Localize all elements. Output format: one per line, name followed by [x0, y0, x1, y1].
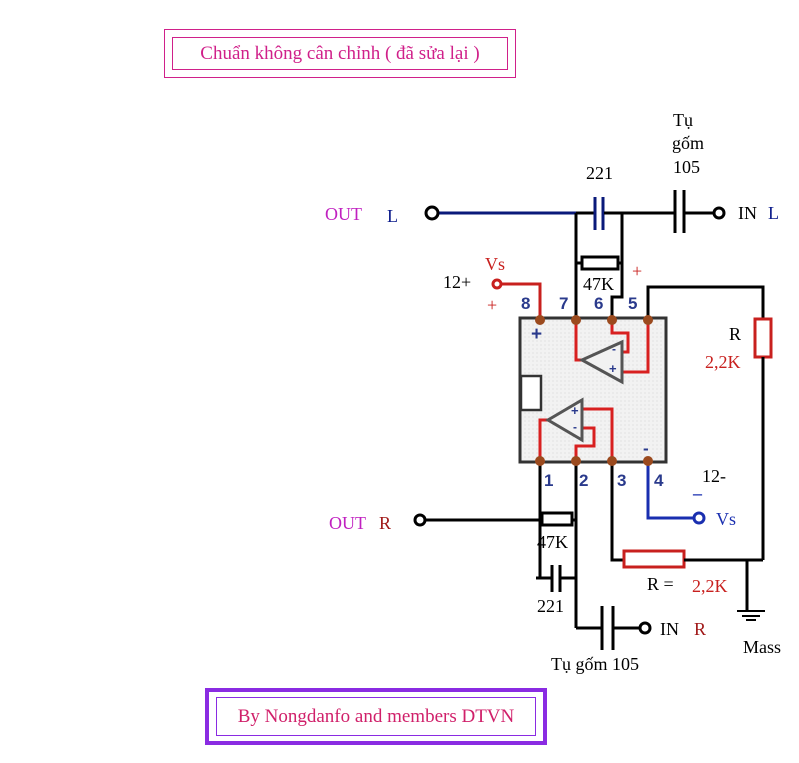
out-right-channel: R	[379, 513, 392, 533]
credit-frame: By Nongdanfo and members DTVN	[205, 688, 547, 745]
res-47k-bottom-label: 47K	[537, 532, 568, 552]
pin-2-label: 2	[579, 471, 589, 490]
ic-notch	[519, 374, 543, 412]
in-right-label: IN	[660, 619, 679, 639]
cap-105-top-label-3: 105	[673, 157, 700, 177]
out-left-terminal[interactable]	[424, 205, 440, 221]
vcc-name: Vs	[485, 254, 506, 274]
out-left-channel: L	[387, 206, 398, 226]
res-47k-bottom	[540, 511, 574, 527]
cap-221-top-label: 221	[586, 163, 613, 183]
vee-terminal[interactable]	[692, 511, 706, 525]
ic-vee-mark: -	[643, 439, 649, 458]
vee-voltage: 12-	[702, 466, 726, 486]
title-frame: Chuẩn không cân chỉnh ( đã sửa lại )	[164, 29, 516, 78]
res-right-value: 2,2K	[705, 352, 741, 372]
ic-pin-dots	[535, 315, 653, 466]
pin-1-label: 1	[544, 471, 554, 490]
ground-label: Mass	[743, 637, 782, 657]
in-left-channel: L	[768, 203, 779, 223]
ground-icon	[737, 610, 765, 621]
res-right-name: R	[729, 324, 742, 344]
cap-105-top-label-2: gốm	[672, 133, 705, 153]
vee-wire	[646, 460, 693, 520]
credit-text: By Nongdanfo and members DTVN	[216, 697, 536, 736]
vcc-voltage: 12+	[443, 272, 472, 292]
opamp-lower-plus: +	[571, 403, 579, 418]
out-right-terminal[interactable]	[413, 513, 427, 527]
diagram-title: Chuẩn không cân chỉnh ( đã sửa lại )	[172, 37, 508, 70]
cap-221-bottom-label: 221	[537, 596, 564, 616]
opamp-upper	[574, 320, 650, 385]
ic-vcc-mark: +	[531, 324, 543, 345]
res-bottom-name: R =	[647, 574, 674, 594]
in-left-label: IN	[738, 203, 757, 223]
cap-105-top	[673, 190, 686, 233]
cap-221-bottom	[550, 565, 562, 592]
vee-name: Vs	[716, 509, 737, 529]
pin-8-label: 8	[521, 294, 531, 313]
out-left-label: OUT	[325, 204, 362, 224]
cap-105-bottom	[600, 606, 615, 650]
opamp-upper-minus: -	[612, 342, 616, 356]
res-47k-top	[580, 255, 620, 271]
cap-105-bottom-label: Tụ gốm 105	[551, 654, 639, 674]
vee-minus-sign: –	[693, 483, 702, 503]
res-bottom-value: 2,2K	[692, 576, 728, 596]
opamp-lower-minus: -	[573, 420, 577, 434]
pin-7-label: 7	[559, 294, 569, 313]
in-right-channel: R	[694, 619, 707, 639]
opamp-upper-plus: +	[609, 361, 617, 376]
vcc-wire	[498, 282, 542, 320]
out-right-label: OUT	[329, 513, 366, 533]
opamp-lower	[538, 397, 614, 460]
pin-4-label: 4	[654, 471, 664, 490]
pin5-plus-sign: +	[632, 261, 643, 281]
in-right-terminal[interactable]	[638, 621, 652, 635]
in-left-terminal[interactable]	[712, 206, 726, 220]
vcc-plus-sign: +	[487, 295, 498, 315]
res-2k2-bottom	[622, 549, 686, 569]
cap-221-top	[593, 197, 605, 230]
pin-3-label: 3	[617, 471, 627, 490]
res-47k-top-label: 47K	[583, 274, 614, 294]
vcc-terminal[interactable]	[491, 278, 503, 290]
cap-105-top-label-1: Tụ	[673, 110, 693, 130]
pin-6-label: 6	[594, 294, 604, 313]
res-2k2-right	[753, 317, 773, 359]
pin-5-label: 5	[628, 294, 638, 313]
